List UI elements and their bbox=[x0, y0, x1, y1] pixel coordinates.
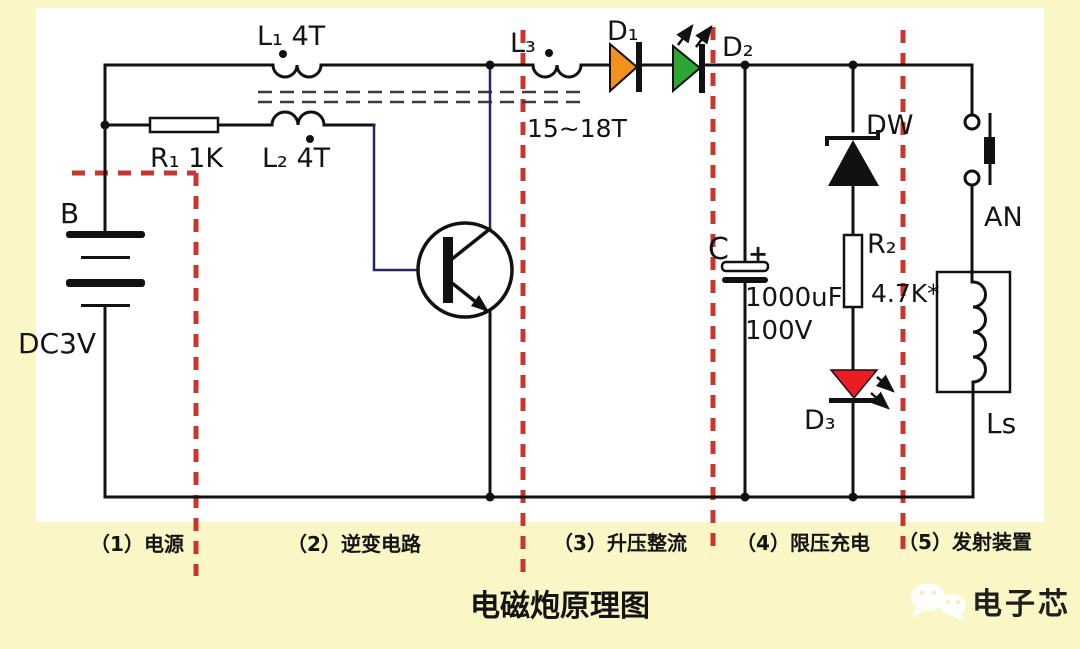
resistor-r1-symbol bbox=[148, 116, 220, 134]
label-capacitor-rating: 100V bbox=[745, 316, 813, 346]
coil-ls-symbol bbox=[935, 270, 1012, 394]
inductor-l2-coil bbox=[270, 110, 326, 126]
watermark-text: 电子芯 bbox=[972, 587, 1071, 622]
section-label-boost-rectify: （3）升压整流 bbox=[553, 531, 687, 555]
transformer-core-lines bbox=[258, 90, 588, 104]
led-d3-symbol bbox=[829, 369, 895, 410]
l2-polarity-dot bbox=[306, 135, 314, 143]
label-capacitor-value: 1000uF bbox=[745, 283, 843, 313]
capacitor-symbol bbox=[720, 260, 770, 283]
label-r2-value: 4.7K* bbox=[871, 279, 940, 308]
label-d2: D₂ bbox=[722, 32, 754, 63]
section-label-inverter: （2）逆变电路 bbox=[287, 532, 422, 556]
transistor-symbol bbox=[416, 221, 514, 319]
section-label-power: （1）电源 bbox=[90, 532, 184, 556]
zener-dw-symbol bbox=[825, 130, 880, 186]
l3-polarity-dot bbox=[545, 49, 553, 57]
led-d2-symbol bbox=[672, 23, 713, 94]
label-battery-voltage: DC3V bbox=[18, 327, 96, 360]
label-d1: D₁ bbox=[607, 16, 639, 47]
circuit-wires bbox=[103, 63, 975, 499]
pushbutton-an-symbol bbox=[963, 113, 995, 187]
watermark: 电子芯 bbox=[911, 583, 1071, 622]
label-dw: DW bbox=[866, 110, 914, 141]
l1-polarity-dot bbox=[279, 50, 287, 58]
resistor-r2-symbol bbox=[842, 233, 864, 309]
label-an: AN bbox=[984, 202, 1023, 233]
label-battery: B bbox=[60, 197, 79, 230]
wechat-icon bbox=[911, 583, 966, 622]
label-l3-turns: 15~18T bbox=[527, 114, 628, 143]
section-label-launcher: （5）发射装置 bbox=[898, 530, 1032, 554]
page-title: 电磁炮原理图 bbox=[470, 589, 650, 624]
label-d3: D₃ bbox=[804, 405, 836, 436]
label-capacitor: C bbox=[708, 232, 729, 267]
diode-d1-symbol bbox=[609, 41, 642, 94]
label-l3: L₃ bbox=[510, 28, 536, 59]
battery-symbol bbox=[66, 231, 145, 307]
label-capacitor-plus: + bbox=[748, 240, 768, 268]
inductor-l3-coil bbox=[531, 64, 583, 79]
junction-dots bbox=[100, 60, 858, 502]
label-r1: R₁ 1K bbox=[150, 143, 224, 174]
label-ls: Ls bbox=[986, 407, 1016, 440]
label-l2: L₂ 4T bbox=[262, 143, 331, 174]
inductor-l1-coil bbox=[271, 64, 323, 79]
label-l1: L₁ 4T bbox=[257, 21, 326, 52]
schematic-panel bbox=[36, 8, 1044, 522]
section-label-voltage-limit-charge: （4）限压充电 bbox=[736, 531, 870, 555]
label-r2: R₂ bbox=[867, 229, 897, 260]
